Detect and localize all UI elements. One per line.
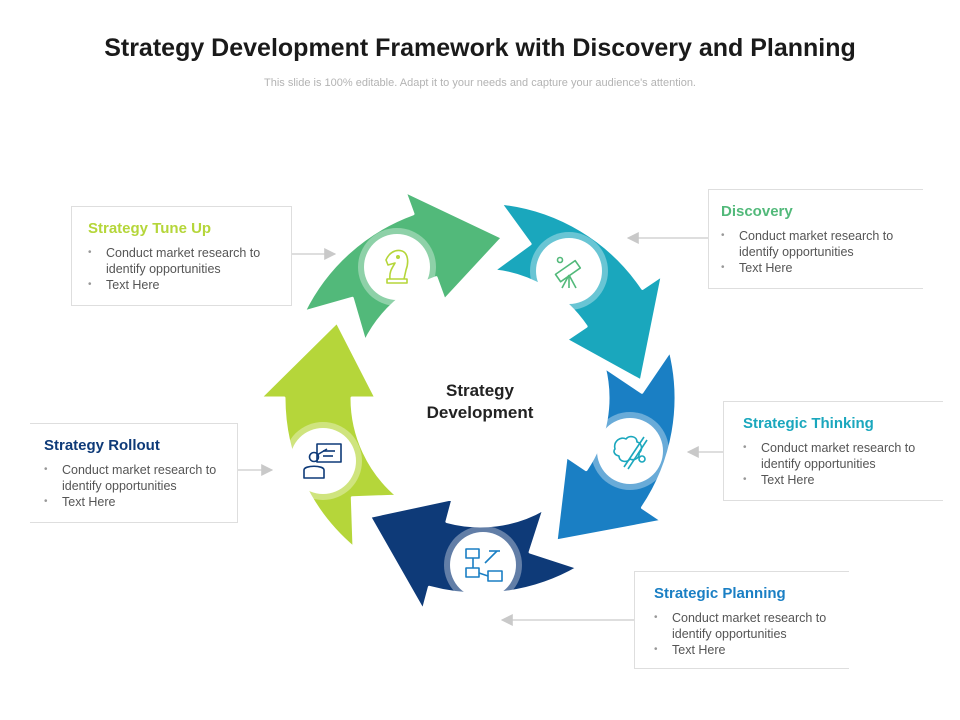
page-title: Strategy Development Framework with Disc… <box>104 34 856 62</box>
planning-bullets: Conduct market research to identify oppo… <box>654 610 830 658</box>
center-label-line1: Strategy <box>445 381 515 400</box>
thinking-bullet: Conduct market research to identify oppo… <box>743 440 924 472</box>
planning-bullet: Text Here <box>654 642 830 658</box>
telescope-icon <box>554 256 582 289</box>
planning-heading: Strategic Planning <box>654 585 786 602</box>
chess-knight-icon <box>385 249 409 284</box>
center-label: Strategy Development <box>400 380 560 424</box>
discovery-box: Discovery Conduct market research to ide… <box>708 189 923 289</box>
tune-up-box: Strategy Tune Up Conduct market research… <box>71 206 292 306</box>
rollout-bullet: Conduct market research to identify oppo… <box>44 462 223 494</box>
rollout-bullet: Text Here <box>44 494 223 510</box>
rollout-box: Strategy Rollout Conduct market research… <box>30 423 238 523</box>
icon-circle-planning <box>450 532 516 598</box>
tune-up-bullet: Text Here <box>88 277 275 293</box>
icon-circle-tuneup <box>364 234 430 300</box>
rollout-bullets: Conduct market research to identify oppo… <box>44 462 223 510</box>
rollout-heading: Strategy Rollout <box>44 437 160 454</box>
discovery-bullet: Conduct market research to identify oppo… <box>721 228 911 260</box>
presenter-icon <box>303 443 342 479</box>
icon-circle-rollout <box>290 428 356 494</box>
tune-up-heading: Strategy Tune Up <box>88 220 212 237</box>
tune-up-bullets: Conduct market research to identify oppo… <box>88 245 275 293</box>
flowchart-icon <box>465 548 503 582</box>
brain-pencil-icon <box>613 435 648 470</box>
discovery-bullets: Conduct market research to identify oppo… <box>721 228 911 276</box>
icon-circle-thinking <box>597 418 663 484</box>
thinking-heading: Strategic Thinking <box>743 415 874 432</box>
discovery-heading: Discovery <box>721 203 793 220</box>
thinking-bullets: Conduct market research to identify oppo… <box>743 440 924 488</box>
planning-bullet: Conduct market research to identify oppo… <box>654 610 830 642</box>
icon-circle-discovery <box>536 238 602 304</box>
planning-box: Strategic Planning Conduct market resear… <box>634 571 849 669</box>
thinking-box: Strategic Thinking Conduct market resear… <box>723 401 943 501</box>
thinking-bullet: Text Here <box>743 472 924 488</box>
discovery-bullet: Text Here <box>721 260 911 276</box>
tune-up-bullet: Conduct market research to identify oppo… <box>88 245 275 277</box>
center-label-line2: Development <box>426 403 534 422</box>
page-subtitle: This slide is 100% editable. Adapt it to… <box>264 77 696 89</box>
